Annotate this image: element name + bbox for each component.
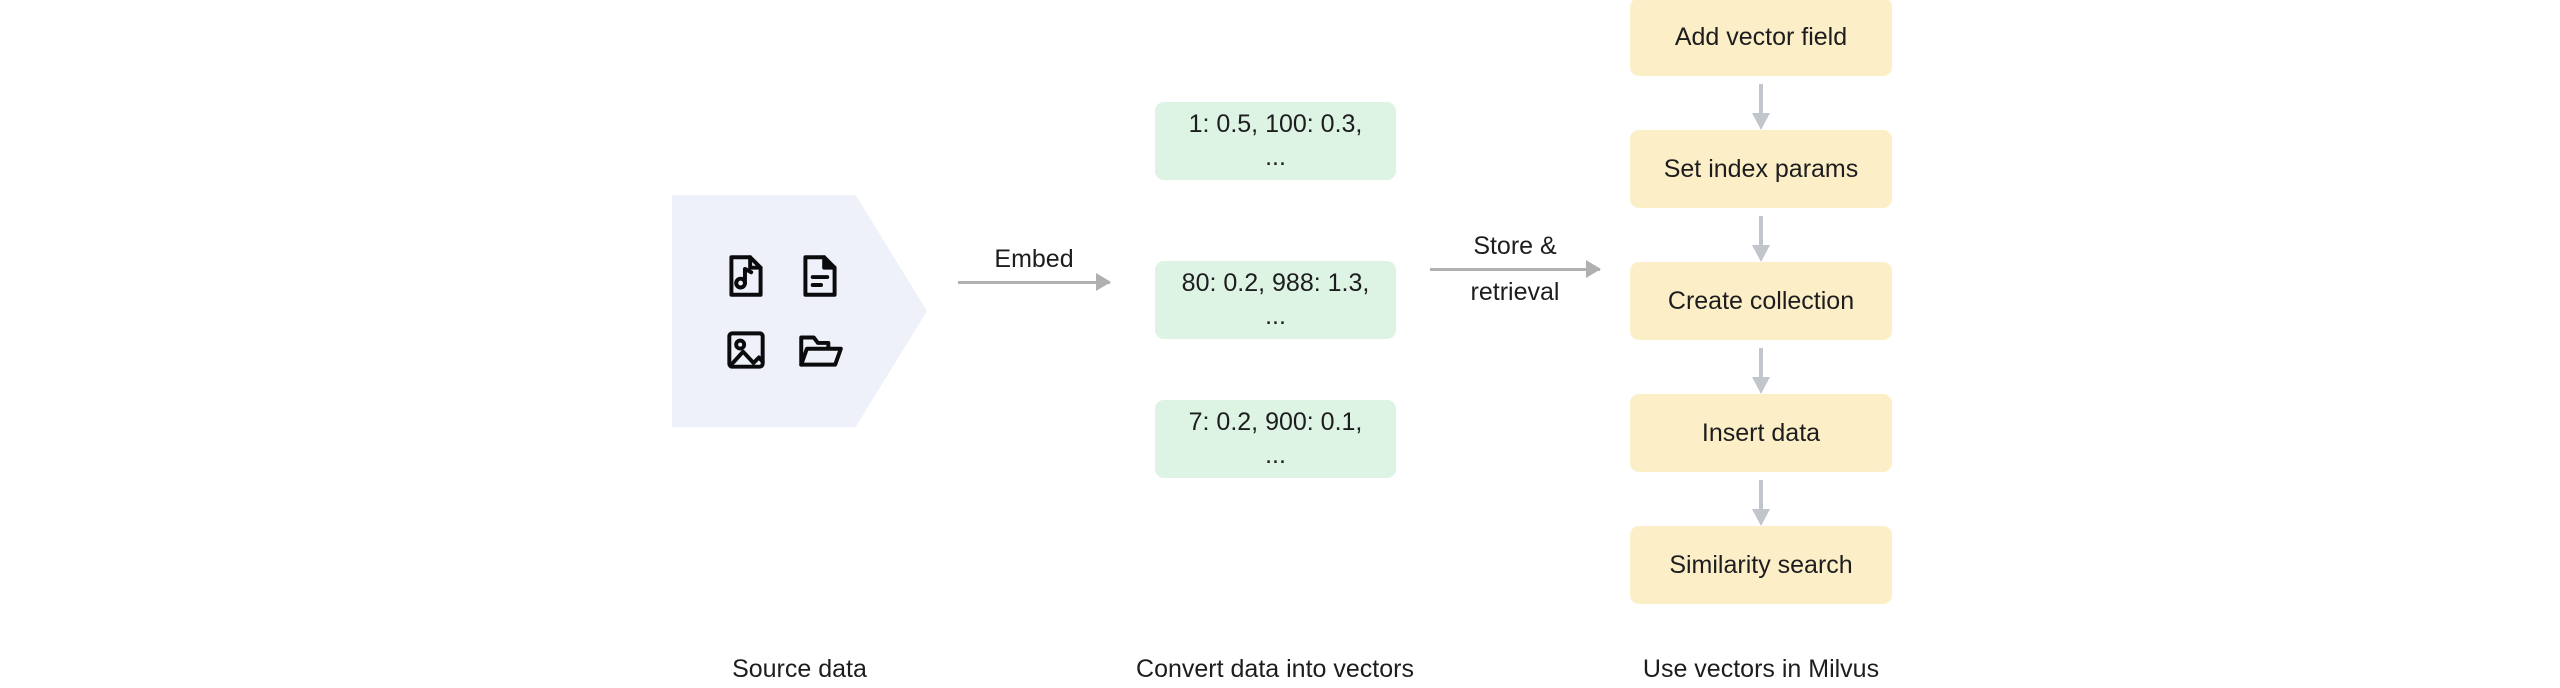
- milvus-step-set-index-params[interactable]: Set index params: [1630, 130, 1892, 208]
- arrow-head: [1096, 273, 1111, 291]
- step-down-arrow-icon: [1752, 216, 1770, 262]
- step-down-arrow-icon: [1752, 84, 1770, 130]
- arrow-head: [1752, 245, 1770, 262]
- folder-icon: [786, 316, 854, 384]
- caption-use-vectors-in-milvus: Use vectors in Milvus: [1642, 655, 1880, 683]
- vector-box: 1: 0.5, 100: 0.3, ...: [1155, 102, 1396, 180]
- milvus-step-insert-data[interactable]: Insert data: [1630, 394, 1892, 472]
- vector-box: 80: 0.2, 988: 1.3, ...: [1155, 261, 1396, 339]
- milvus-step-add-vector-field[interactable]: Add vector field: [1630, 0, 1892, 76]
- document-file-icon: [786, 242, 854, 310]
- arrow-shaft: [1759, 216, 1763, 246]
- arrow-head: [1752, 113, 1770, 130]
- embed-arrow-label: Embed: [994, 245, 1074, 273]
- caption-convert-data: Convert data into vectors: [1136, 655, 1414, 683]
- arrow-shaft: [958, 280, 1110, 284]
- store-arrow-label-top: Store &: [1473, 232, 1557, 260]
- milvus-step-similarity-search[interactable]: Similarity search: [1630, 526, 1892, 604]
- source-icon-grid: [712, 242, 852, 382]
- vector-box: 7: 0.2, 900: 0.1, ...: [1155, 400, 1396, 478]
- caption-source-data: Source data: [732, 655, 867, 683]
- arrow-shaft: [1759, 348, 1763, 378]
- music-file-icon: [712, 242, 780, 310]
- arrow-shaft: [1759, 84, 1763, 114]
- arrow-head: [1752, 509, 1770, 526]
- store-arrow-line: [1430, 260, 1601, 278]
- arrow-shaft: [1430, 267, 1600, 271]
- store-arrow-label-bottom: retrieval: [1470, 278, 1560, 306]
- image-file-icon: [712, 316, 780, 384]
- embed-arrow-line: [958, 273, 1111, 291]
- embed-arrow: Embed: [958, 243, 1111, 291]
- arrow-shaft: [1759, 480, 1763, 510]
- step-down-arrow-icon: [1752, 480, 1770, 526]
- milvus-step-create-collection[interactable]: Create collection: [1630, 262, 1892, 340]
- store-retrieval-arrow: Store & retrieval: [1430, 230, 1601, 308]
- step-down-arrow-icon: [1752, 348, 1770, 394]
- arrow-head: [1752, 377, 1770, 394]
- arrow-head: [1586, 260, 1601, 278]
